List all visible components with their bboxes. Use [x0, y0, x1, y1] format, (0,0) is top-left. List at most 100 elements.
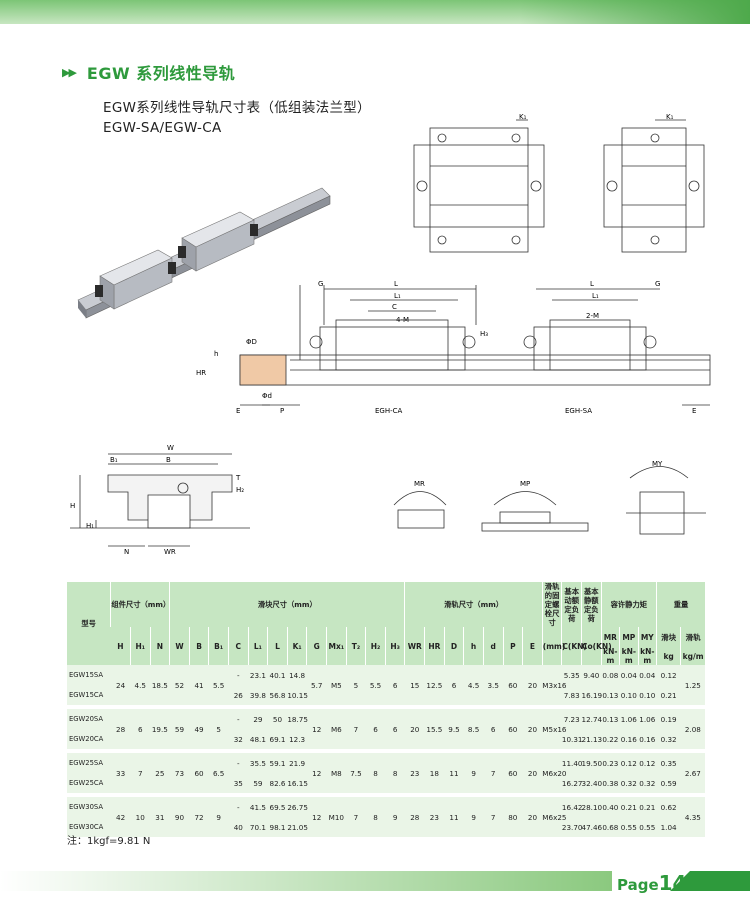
unit-cell: kg/m	[680, 647, 705, 665]
table-cell: 0.13	[601, 709, 620, 729]
table-cell: 59	[248, 773, 268, 793]
table-cell: 23.70	[561, 817, 582, 837]
table-cell: 52	[169, 665, 190, 705]
column-header: Mx₁	[326, 627, 347, 665]
dimension-table: 型号 组件尺寸（mm） 滑块尺寸（mm） 滑轨尺寸（mm） 滑轨的固定螺栓尺寸 …	[67, 582, 705, 837]
table-cell: 12.3	[287, 729, 307, 749]
table-cell: EGW25CA	[67, 773, 111, 793]
table-cell: 21.05	[287, 817, 308, 837]
weight-header: 重量	[656, 582, 705, 627]
table-cell: 0.32	[638, 773, 657, 793]
table-cell: 5	[346, 665, 366, 705]
table-cell: 1.06	[619, 709, 639, 729]
table-cell: 60	[503, 709, 523, 749]
table-cell: 3.5	[483, 665, 504, 705]
l-label-right: L	[590, 280, 594, 288]
table-cell: 7.5	[346, 753, 366, 793]
table-cell: 9	[385, 797, 405, 837]
table-cell: 56.8	[267, 685, 288, 705]
assembly-header: 组件尺寸（mm）	[110, 582, 170, 627]
table-cell: -	[228, 665, 249, 685]
h3-label: H₃	[480, 330, 488, 338]
unit-cell: kN-m	[619, 647, 639, 665]
mr-label: MR	[414, 480, 425, 488]
table-cell: 9	[208, 797, 229, 837]
table-cell: 29	[248, 709, 268, 729]
table-cell: EGW15SA	[67, 665, 111, 685]
table-cell: 6	[130, 709, 151, 749]
table-cell: 28.10	[581, 797, 602, 817]
n-label: N	[124, 548, 129, 556]
table-cell: 2.67	[680, 753, 705, 793]
column-header: C	[227, 627, 249, 665]
table-cell: 21.9	[287, 753, 307, 773]
egh-ca-label: EGH-CA	[375, 407, 403, 415]
side-view	[239, 285, 711, 406]
table-cell: 5	[208, 709, 229, 749]
b1-label: B₁	[110, 456, 118, 464]
table-cell: 20	[522, 797, 543, 837]
table-cell: EGW30SA	[67, 797, 111, 817]
table-cell: 0.23	[601, 753, 620, 773]
table-cell: 5.5	[365, 665, 386, 705]
table-cell: 42	[110, 797, 131, 837]
table-cell: 7.83	[561, 685, 582, 705]
unit-cell: kN-m	[600, 647, 620, 665]
g-label-left: G	[318, 280, 323, 288]
table-cell: 98.1	[267, 817, 288, 837]
table-cell: 15.5	[424, 709, 445, 749]
table-cell: M5	[326, 665, 347, 705]
top-view-ca	[413, 119, 545, 253]
k1-label-right: K₁	[666, 113, 674, 121]
table-cell: 6.5	[208, 753, 229, 793]
table-title: EGW系列线性导轨尺寸表（低组装法兰型）	[103, 100, 371, 116]
table-cell: 11	[444, 753, 464, 793]
table-cell: 23.1	[248, 665, 268, 685]
table-cell: 11	[444, 797, 464, 837]
table-cell: 0.32	[619, 773, 639, 793]
column-header: C(KN)	[561, 627, 587, 665]
table-cell: 41.5	[248, 797, 268, 817]
h2-label: H₂	[236, 486, 244, 494]
table-cell: 9.5	[444, 709, 464, 749]
column-header: h	[463, 627, 484, 665]
static-load-header: 基本静额定负荷	[581, 582, 602, 627]
table-cell: 35	[228, 773, 249, 793]
table-cell: 4.35	[680, 797, 705, 837]
table-cell: 18.75	[287, 709, 308, 729]
table-cell: M3x16	[542, 665, 566, 705]
table-cell: 59	[169, 709, 190, 749]
section-title: EGW 系列线性导轨	[86, 64, 236, 83]
unit-cell: kN-m	[637, 647, 657, 665]
column-header: B	[188, 627, 209, 665]
table-cell: 0.04	[619, 665, 639, 685]
table-cell: EGW20SA	[67, 709, 111, 729]
table-cell: 26	[228, 685, 249, 705]
table-cell: 59.1	[267, 753, 288, 773]
bolt-header: 滑轨的固定螺栓尺寸	[541, 582, 562, 627]
table-cell: 6	[365, 709, 386, 749]
table-cell: 6	[444, 665, 464, 705]
table-cell: 49	[189, 709, 209, 749]
table-cell: 7	[130, 753, 151, 793]
page-number: 14	[658, 871, 687, 895]
column-header: T₂	[345, 627, 366, 665]
column-header: E	[522, 627, 543, 665]
column-header: L₁	[247, 627, 268, 665]
table-cell: EGW15CA	[67, 685, 111, 705]
table-cell: 20	[404, 709, 425, 749]
e-label-right: E	[692, 407, 696, 415]
h-front-label: H	[70, 502, 75, 510]
column-header: (mm)	[541, 627, 565, 665]
table-cell: 24	[110, 665, 131, 705]
table-cell: 8	[365, 797, 386, 837]
table-cell: 8	[365, 753, 386, 793]
table-cell: 72	[189, 797, 209, 837]
l1-label-left: L₁	[394, 292, 401, 300]
table-cell: 18.5	[150, 665, 170, 705]
table-cell: 28	[404, 797, 425, 837]
table-cell: 15	[404, 665, 425, 705]
column-header: d	[482, 627, 504, 665]
table-cell: 0.16	[619, 729, 639, 749]
